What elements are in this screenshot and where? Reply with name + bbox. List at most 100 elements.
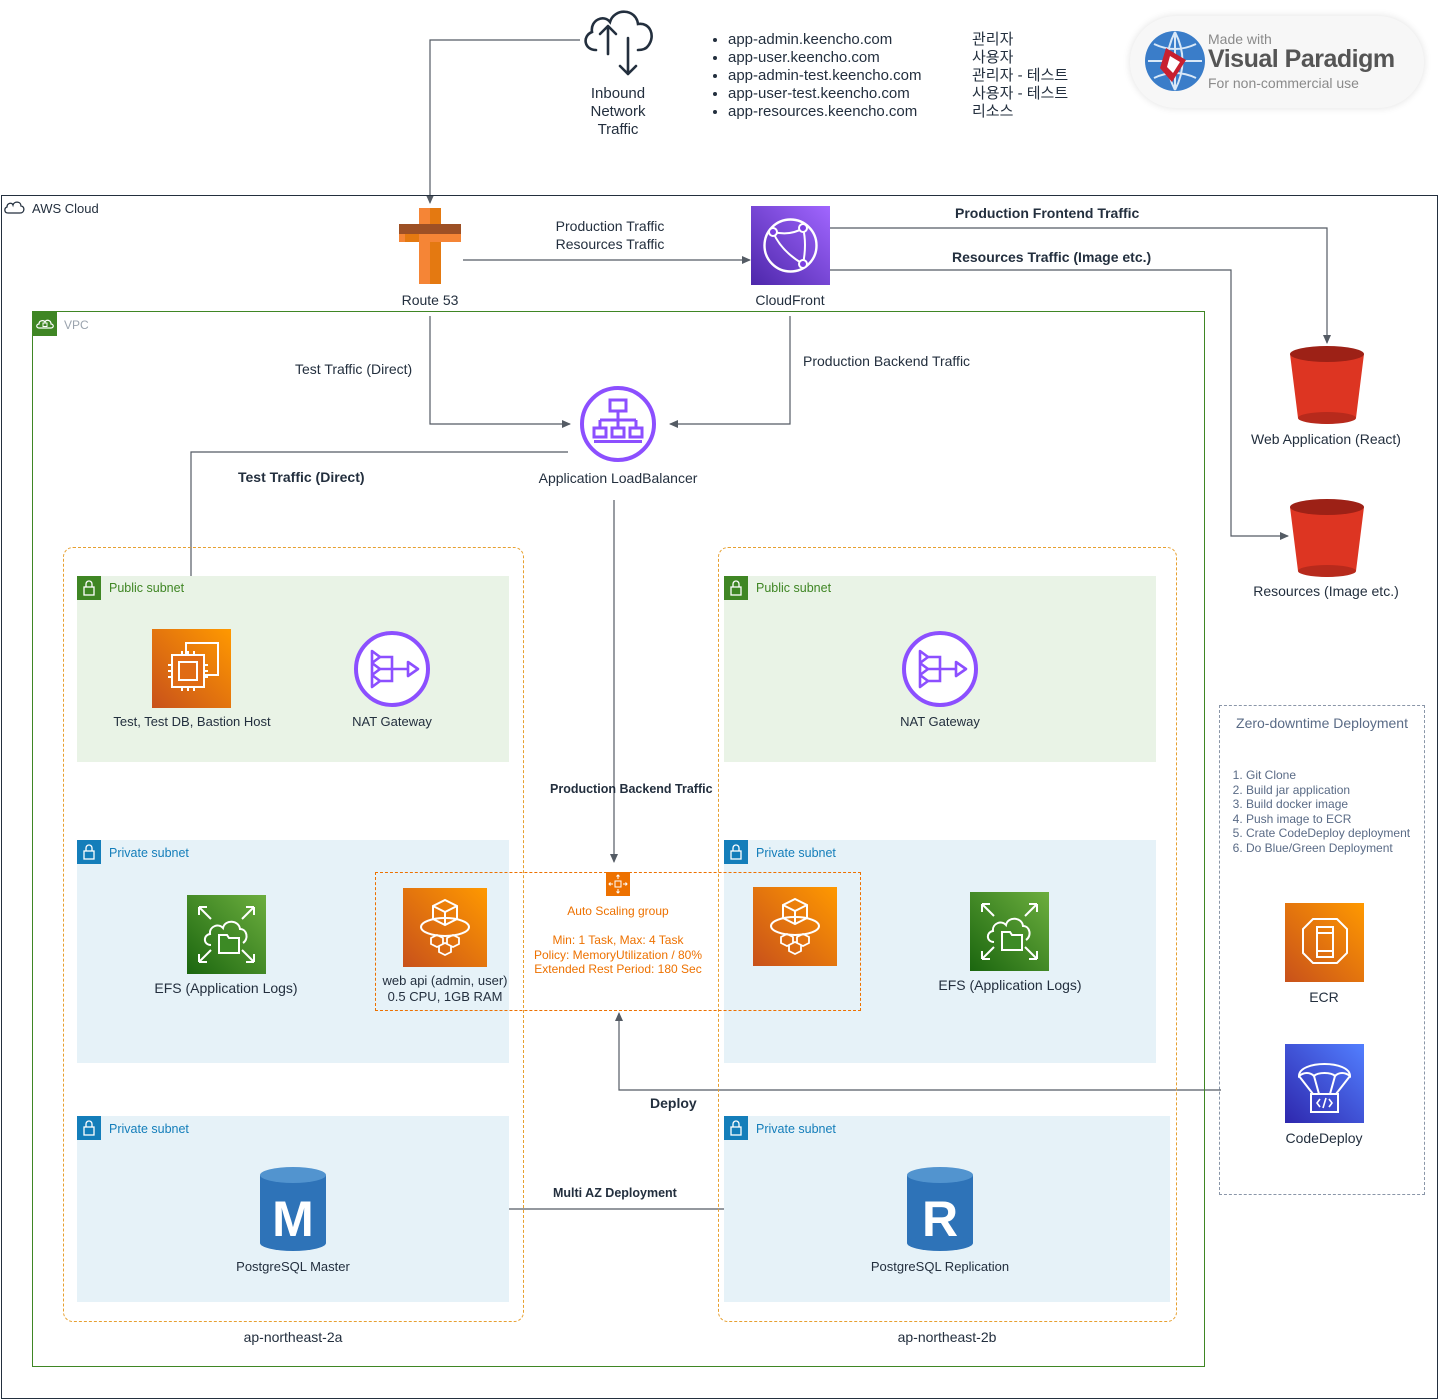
pg-master-label: PostgreSQL Master: [236, 1259, 350, 1274]
pg-replica-label: PostgreSQL Replication: [870, 1259, 1010, 1274]
edge-label-test-direct-1: Test Traffic (Direct): [295, 361, 413, 377]
deployment-step: Build docker image: [1246, 797, 1422, 812]
vpc-group: [32, 311, 1205, 1367]
s3-bucket-icon[interactable]: [1288, 344, 1366, 426]
private-subnet-a-db-label: Private subnet: [109, 1122, 189, 1136]
route53-icon[interactable]: [397, 206, 463, 286]
ecs-task-icon[interactable]: [753, 887, 837, 966]
nat-gateway-icon[interactable]: [352, 629, 432, 709]
edge-label-deploy: Deploy: [650, 1095, 697, 1111]
edge-cf-alb: [669, 316, 791, 428]
inbound-label: Inbound Network Traffic: [590, 85, 646, 138]
visual-paradigm-logo-icon: [1145, 31, 1205, 91]
az-a-label: ap-northeast-2a: [243, 1329, 343, 1345]
deployment-step: Push image to ECR: [1246, 812, 1422, 827]
private-subnet-b-app-label: Private subnet: [756, 846, 836, 860]
domain-desc: 사용자 - 테스트: [972, 85, 1069, 102]
lock-icon: [77, 840, 101, 864]
rds-replica-icon[interactable]: R: [905, 1165, 975, 1253]
auto-scaling-icon: [606, 872, 630, 896]
s3-bucket-icon[interactable]: [1288, 497, 1366, 579]
domain-host: app-user-test.keencho.com: [728, 85, 910, 102]
edge-alb-testhost: [187, 451, 568, 619]
edge-label-prod-backend-1: Production Backend Traffic: [803, 353, 971, 369]
ec2-instance-icon[interactable]: [152, 629, 231, 708]
domain-list: app-admin.keencho.com관리자app-user.keencho…: [708, 31, 1088, 121]
svg-text:R: R: [922, 1191, 958, 1247]
s3-web-label: Web Application (React): [1251, 431, 1401, 447]
cloudfront-icon[interactable]: [751, 206, 830, 285]
edge-label-cf-resources: Resources Traffic (Image etc.): [952, 249, 1152, 265]
lock-icon: [724, 840, 748, 864]
test-host-label: Test, Test DB, Bastion Host: [113, 714, 271, 729]
edge-deploy: [615, 1012, 1221, 1091]
efs-b-label: EFS (Application Logs): [938, 977, 1082, 993]
ecr-label: ECR: [1309, 989, 1339, 1005]
domain-host: app-admin-test.keencho.com: [728, 67, 922, 84]
edge-cf-frontend: [830, 227, 1331, 344]
lock-icon: [724, 1116, 748, 1140]
domain-item: app-user-test.keencho.com 사용자 - 테스트: [728, 85, 1088, 103]
ecs-task-icon[interactable]: [403, 888, 487, 967]
watermark-line2: Visual Paradigm: [1208, 45, 1395, 73]
cloud-upload-download-icon: [584, 10, 653, 76]
cloudfront-label: CloudFront: [755, 292, 825, 308]
domain-item: app-user.keencho.com 사용자: [728, 49, 1088, 67]
lock-icon: [724, 576, 748, 600]
private-subnet-a-app-label: Private subnet: [109, 846, 189, 860]
alb-label: Application LoadBalancer: [538, 470, 698, 486]
private-subnet-b-db-label: Private subnet: [756, 1122, 836, 1136]
nat-a-label: NAT Gateway: [352, 714, 432, 729]
domain-host: app-user.keencho.com: [728, 49, 880, 66]
public-subnet-a-label: Public subnet: [109, 581, 185, 595]
nat-gateway-icon[interactable]: [900, 629, 980, 709]
efs-icon[interactable]: [187, 895, 266, 974]
edge-label-prod-backend-2: Production Backend Traffic: [550, 782, 713, 796]
edge-inbound-route53: [426, 39, 580, 204]
lock-icon: [77, 1116, 101, 1140]
webapi-label: web api (admin, user) 0.5 CPU, 1GB RAM: [382, 973, 508, 1004]
deployment-step: Crate CodeDeploy deployment: [1246, 826, 1422, 841]
route53-label: Route 53: [401, 292, 459, 308]
domain-host: app-resources.keencho.com: [728, 103, 918, 120]
edge-label-cf-frontend: Production Frontend Traffic: [955, 205, 1140, 221]
domain-item: app-admin-test.keencho.com 관리자 - 테스트: [728, 67, 1088, 85]
watermark-line1: Made with: [1208, 31, 1272, 47]
edge-label-r53-cf: Production Traffic Resources Traffic: [555, 218, 665, 252]
efs-a-label: EFS (Application Logs): [154, 980, 298, 996]
deployment-step: Git Clone: [1246, 768, 1422, 783]
s3-resources-label: Resources (Image etc.): [1253, 583, 1399, 599]
vpc-icon: [33, 312, 57, 336]
deployment-steps: Git CloneBuild jar applicationBuild dock…: [1232, 768, 1422, 855]
edge-cf-resources: [830, 269, 1289, 540]
nat-b-label: NAT Gateway: [900, 714, 980, 729]
domain-item: app-resources.keencho.com 리소스: [728, 103, 1088, 121]
aws-cloud-label: AWS Cloud: [32, 201, 99, 216]
codedeploy-icon[interactable]: [1285, 1044, 1364, 1123]
svg-text:M: M: [272, 1191, 314, 1247]
public-subnet-a: [77, 576, 509, 762]
deployment-step: Build jar application: [1246, 783, 1422, 798]
ecr-icon[interactable]: [1285, 903, 1364, 982]
aws-cloud-icon: [4, 201, 25, 214]
load-balancer-icon[interactable]: [578, 384, 658, 464]
domain-desc: 관리자: [972, 31, 1014, 48]
edge-label-multi-az: Multi AZ Deployment: [553, 1186, 677, 1200]
domain-desc: 관리자 - 테스트: [972, 67, 1069, 84]
efs-icon[interactable]: [970, 892, 1049, 971]
asg-details: Min: 1 Task, Max: 4 Task Policy: MemoryU…: [533, 933, 703, 976]
az-b-label: ap-northeast-2b: [897, 1329, 997, 1345]
domain-desc: 사용자: [972, 49, 1014, 66]
az-a-group: [63, 547, 524, 1322]
public-subnet-b-label: Public subnet: [756, 581, 832, 595]
rds-master-icon[interactable]: M: [258, 1165, 328, 1253]
deployment-step: Do Blue/Green Deployment: [1246, 841, 1422, 856]
watermark-line3: For non-commercial use: [1208, 75, 1359, 91]
codedeploy-label: CodeDeploy: [1285, 1130, 1363, 1146]
asg-title: Auto Scaling group: [567, 904, 669, 918]
deployment-title: Zero-downtime Deployment: [1236, 715, 1408, 731]
az-b-group: [718, 547, 1177, 1322]
edge-route53-alb: [429, 316, 571, 428]
domain-desc: 리소스: [972, 103, 1014, 120]
